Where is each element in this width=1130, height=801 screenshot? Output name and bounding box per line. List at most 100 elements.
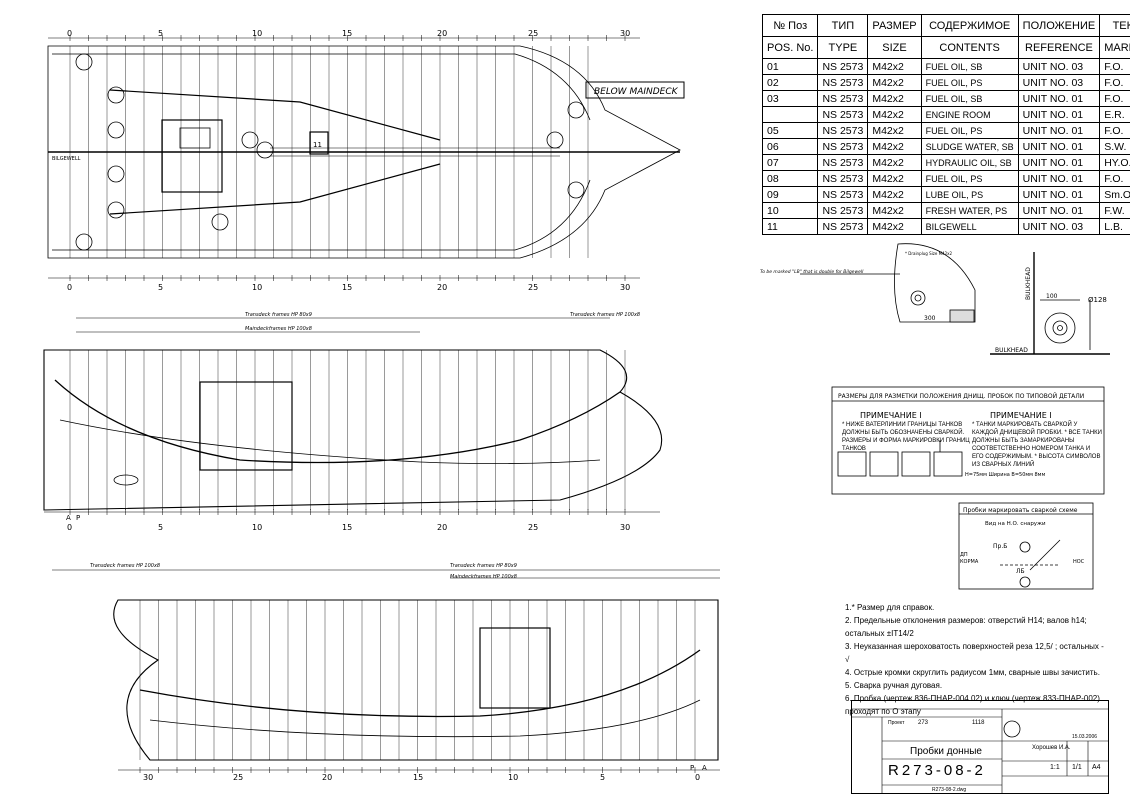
tb-sheet: 1/1 [1072, 764, 1082, 771]
table-cell: F.O. [1099, 58, 1130, 75]
profile2-dim-label-2: Transdeck frames HP 80x9 [450, 563, 517, 569]
hull-profile-lower [52, 569, 720, 773]
diameter-128-label: Ø128 [1088, 296, 1107, 304]
drainplug-note: * Drainplug Size M42x2 [905, 251, 952, 256]
bilgewell-detail [800, 243, 976, 323]
frame-number: 15 [413, 773, 423, 782]
table-cell: HY.O. [1099, 154, 1130, 171]
lb-note: To be marked "LB" that is double for Bil… [760, 269, 864, 275]
table-cell: NS 2573 [817, 74, 869, 91]
frame-number: 30 [143, 773, 153, 782]
title-block-grid [852, 708, 1108, 793]
table-cell: M42x2 [867, 202, 922, 219]
table-cell: M42x2 [867, 90, 922, 107]
profile1-dim-label-3: Maindeckframes HP 100x8 [245, 326, 312, 332]
th-contents-en: CONTENTS [920, 36, 1019, 59]
frame-number: 5 [600, 773, 605, 782]
frame-number: 25 [528, 283, 538, 292]
frame-number: 5 [158, 523, 163, 532]
plug-box-pb: Пр.Б [993, 543, 1007, 550]
note2-text-block: * ТАНКИ МАРКИРОВАТЬ СВАРКОЙ У КАЖДОЙ ДНИ… [972, 421, 1102, 469]
th-type-ru: ТИП [817, 14, 869, 37]
th-size-ru: РАЗМЕР [867, 14, 922, 37]
drainplug-symbol [75, 53, 93, 71]
table-cell: F.O. [1099, 170, 1130, 187]
table-cell: 06 [761, 138, 819, 155]
table-cell: FUEL OIL, PS [920, 74, 1019, 91]
table-cell: FUEL OIL, PS [920, 170, 1019, 187]
table-cell: UNIT NO. 01 [1017, 90, 1101, 107]
frame-number: 0 [67, 523, 72, 532]
th-marking-en: MARKING [1099, 36, 1130, 59]
below-maindeck-label: BELOW MAINDECK [594, 87, 679, 97]
table-cell [761, 106, 819, 123]
plug-box-dp: ДП [960, 552, 968, 558]
table-cell: M42x2 [867, 122, 922, 139]
marking-box [831, 386, 1105, 495]
drainplug-symbol [107, 86, 125, 104]
profile1-ticks [69, 509, 626, 515]
note2-text: * ТАНКИ МАРКИРОВАТЬ СВАРКОЙ У КАЖДОЙ ДНИ… [972, 422, 1102, 468]
frame-number: 30 [620, 523, 630, 532]
frame-number: 10 [508, 773, 518, 782]
th-type-en: TYPE [817, 36, 869, 59]
table-cell: UNIT NO. 03 [1017, 58, 1101, 75]
table-cell: NS 2573 [817, 154, 869, 171]
bilgewell-label: BILGEWELL [52, 156, 81, 162]
bulkhead-label-vertical: BULKHEAD [1025, 267, 1032, 300]
tb-format: A4 [1092, 764, 1101, 771]
drainplug-symbol [107, 165, 125, 183]
frame-number: 20 [437, 523, 447, 532]
th-pos-ru: № Поз [761, 14, 819, 37]
marking-box-title: РАЗМЕРЫ ДЛЯ РАЗМЕТКИ ПОЛОЖЕНИЯ ДНИЩ. ПРО… [838, 393, 1084, 400]
profile1-dim-label-2: Transdeck frames HP 100x8 [570, 312, 640, 318]
table-cell: NS 2573 [817, 186, 869, 203]
frame-number: 30 [620, 29, 630, 38]
note1-text-block: * НИЖЕ ВАТЕРЛИНИИ ГРАНИЦЫ ТАНКОВ ДОЛЖНЫ … [842, 421, 970, 452]
frame-number: 30 [620, 283, 630, 292]
drainplug-symbol [567, 101, 585, 119]
fwd-mark-a: A [702, 764, 707, 772]
table-cell: FUEL OIL, SB [920, 58, 1019, 75]
general-notes: 1.* Размер для справок. 2. Предельные от… [845, 601, 1105, 718]
table-cell: M42x2 [867, 170, 922, 187]
frame-number: 15 [342, 29, 352, 38]
table-cell: 05 [761, 122, 819, 139]
hull-plan-view [47, 35, 685, 281]
table-cell: 10 [761, 202, 819, 219]
table-cell: M42x2 [867, 106, 922, 123]
frame-number: 10 [252, 523, 262, 532]
drainplug-symbol [107, 201, 125, 219]
frame-number: 20 [437, 283, 447, 292]
table-cell: SLUDGE WATER, SB [920, 138, 1019, 155]
marking-size-text: H=75мм Ширина B=50мм 8мм [965, 472, 1045, 478]
table-cell: F.O. [1099, 74, 1130, 91]
hull-profile-upper [43, 317, 663, 515]
profile1-frames [69, 350, 626, 510]
tb-scale: 1:1 [1050, 764, 1060, 771]
plan-hull-outline [47, 45, 681, 259]
frame-number: 10 [252, 283, 262, 292]
table-cell: Sm.O. [1099, 186, 1130, 203]
table-cell: NS 2573 [817, 106, 869, 123]
table-header-en: POS. No. TYPE SIZE CONTENTS REFERENCE MA… [761, 36, 1130, 59]
table-cell: 02 [761, 74, 819, 91]
table-cell: F.O. [1099, 122, 1130, 139]
profile1-outline [43, 349, 663, 511]
th-contents-ru: СОДЕРЖИМОЕ [920, 14, 1019, 37]
note-line: 1.* Размер для справок. [845, 603, 935, 612]
table-cell: E.R. [1099, 106, 1130, 123]
table-cell: NS 2573 [817, 58, 869, 75]
plug-box-nos: НОС [1073, 559, 1085, 565]
drainplug-symbol [75, 233, 93, 251]
table-cell: UNIT NO. 01 [1017, 202, 1101, 219]
tb-date: 15.03.2006 [1072, 734, 1098, 740]
